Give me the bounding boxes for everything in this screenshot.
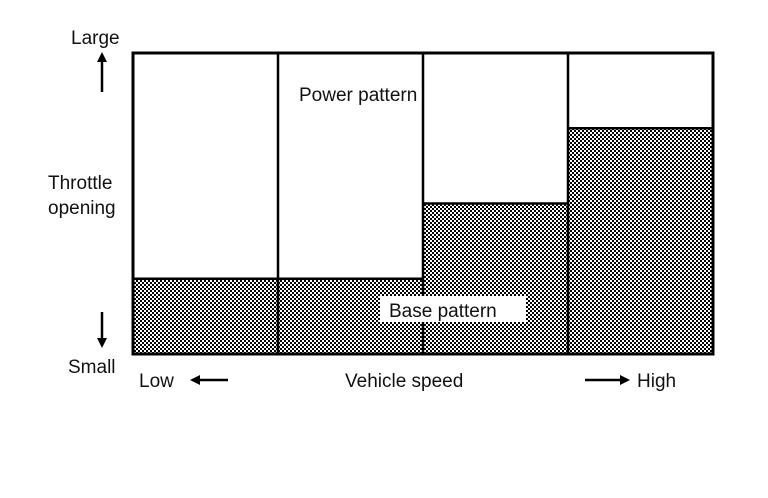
y-axis-label-line-1: Throttle <box>48 173 112 194</box>
base-pattern-bar <box>423 203 568 354</box>
base-pattern-bar <box>133 278 278 354</box>
base-pattern-label-bg <box>380 296 526 322</box>
down-arrow-icon <box>97 312 107 348</box>
power-pattern-label: Power pattern <box>299 85 417 106</box>
base-pattern-bar <box>568 128 713 354</box>
y-axis-top-label: Large <box>71 28 120 49</box>
x-axis-left-label: Low <box>139 371 174 392</box>
y-axis-label-line-2: opening <box>48 198 116 219</box>
base-pattern-bars <box>133 127 713 354</box>
x-axis-label: Vehicle speed <box>345 371 463 392</box>
base-pattern-label: Base pattern <box>389 301 497 322</box>
right-arrow-icon <box>585 375 630 385</box>
up-arrow-icon <box>97 52 107 92</box>
y-axis-bottom-label: Small <box>68 357 116 378</box>
x-axis-right-label: High <box>637 371 676 392</box>
left-arrow-icon <box>190 375 228 385</box>
